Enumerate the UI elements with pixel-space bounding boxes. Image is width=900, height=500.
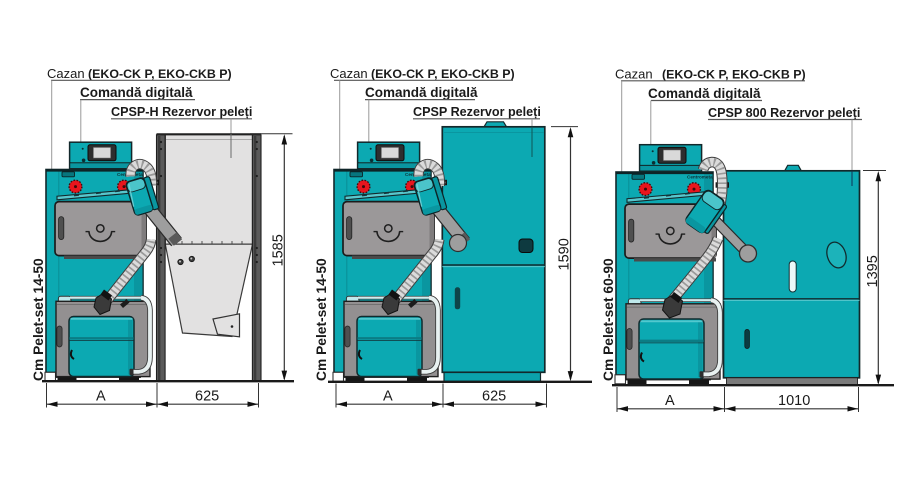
- svg-text:(EKO-CK P, EKO-CKB P): (EKO-CK P, EKO-CKB P): [88, 67, 232, 81]
- svg-text:625: 625: [482, 389, 506, 405]
- svg-text:CPSP 800 Rezervor peleți: CPSP 800 Rezervor peleți: [708, 106, 860, 120]
- svg-text:1585: 1585: [271, 234, 287, 266]
- svg-text:Cm Pelet-set 14-50: Cm Pelet-set 14-50: [31, 258, 46, 381]
- svg-text:Cm Pelet-set 14-50: Cm Pelet-set 14-50: [314, 258, 329, 381]
- svg-text:Comandă digitală: Comandă digitală: [648, 86, 761, 101]
- svg-text:Cazan: Cazan: [47, 66, 85, 81]
- svg-text:(EKO-CK P, EKO-CKB P): (EKO-CK P, EKO-CKB P): [371, 67, 515, 81]
- svg-text:(EKO-CK P, EKO-CKB P): (EKO-CK P, EKO-CKB P): [662, 68, 806, 82]
- svg-text:1590: 1590: [557, 238, 573, 270]
- svg-text:Cazan: Cazan: [330, 66, 368, 81]
- svg-text:Comandă digitală: Comandă digitală: [80, 85, 193, 100]
- svg-text:CPSP-H Rezervor peleți: CPSP-H Rezervor peleți: [111, 105, 252, 119]
- svg-text:1010: 1010: [778, 393, 810, 409]
- svg-text:Cm Pelet-set 60-90: Cm Pelet-set 60-90: [601, 258, 616, 381]
- svg-text:625: 625: [195, 389, 219, 405]
- svg-text:Cazan: Cazan: [615, 67, 653, 82]
- svg-text:A: A: [383, 389, 393, 405]
- svg-text:CPSP Rezervor peleți: CPSP Rezervor peleți: [413, 105, 541, 119]
- svg-text:A: A: [96, 389, 106, 405]
- svg-text:Comandă digitală: Comandă digitală: [365, 85, 478, 100]
- svg-text:A: A: [665, 393, 675, 409]
- svg-text:1395: 1395: [865, 255, 881, 287]
